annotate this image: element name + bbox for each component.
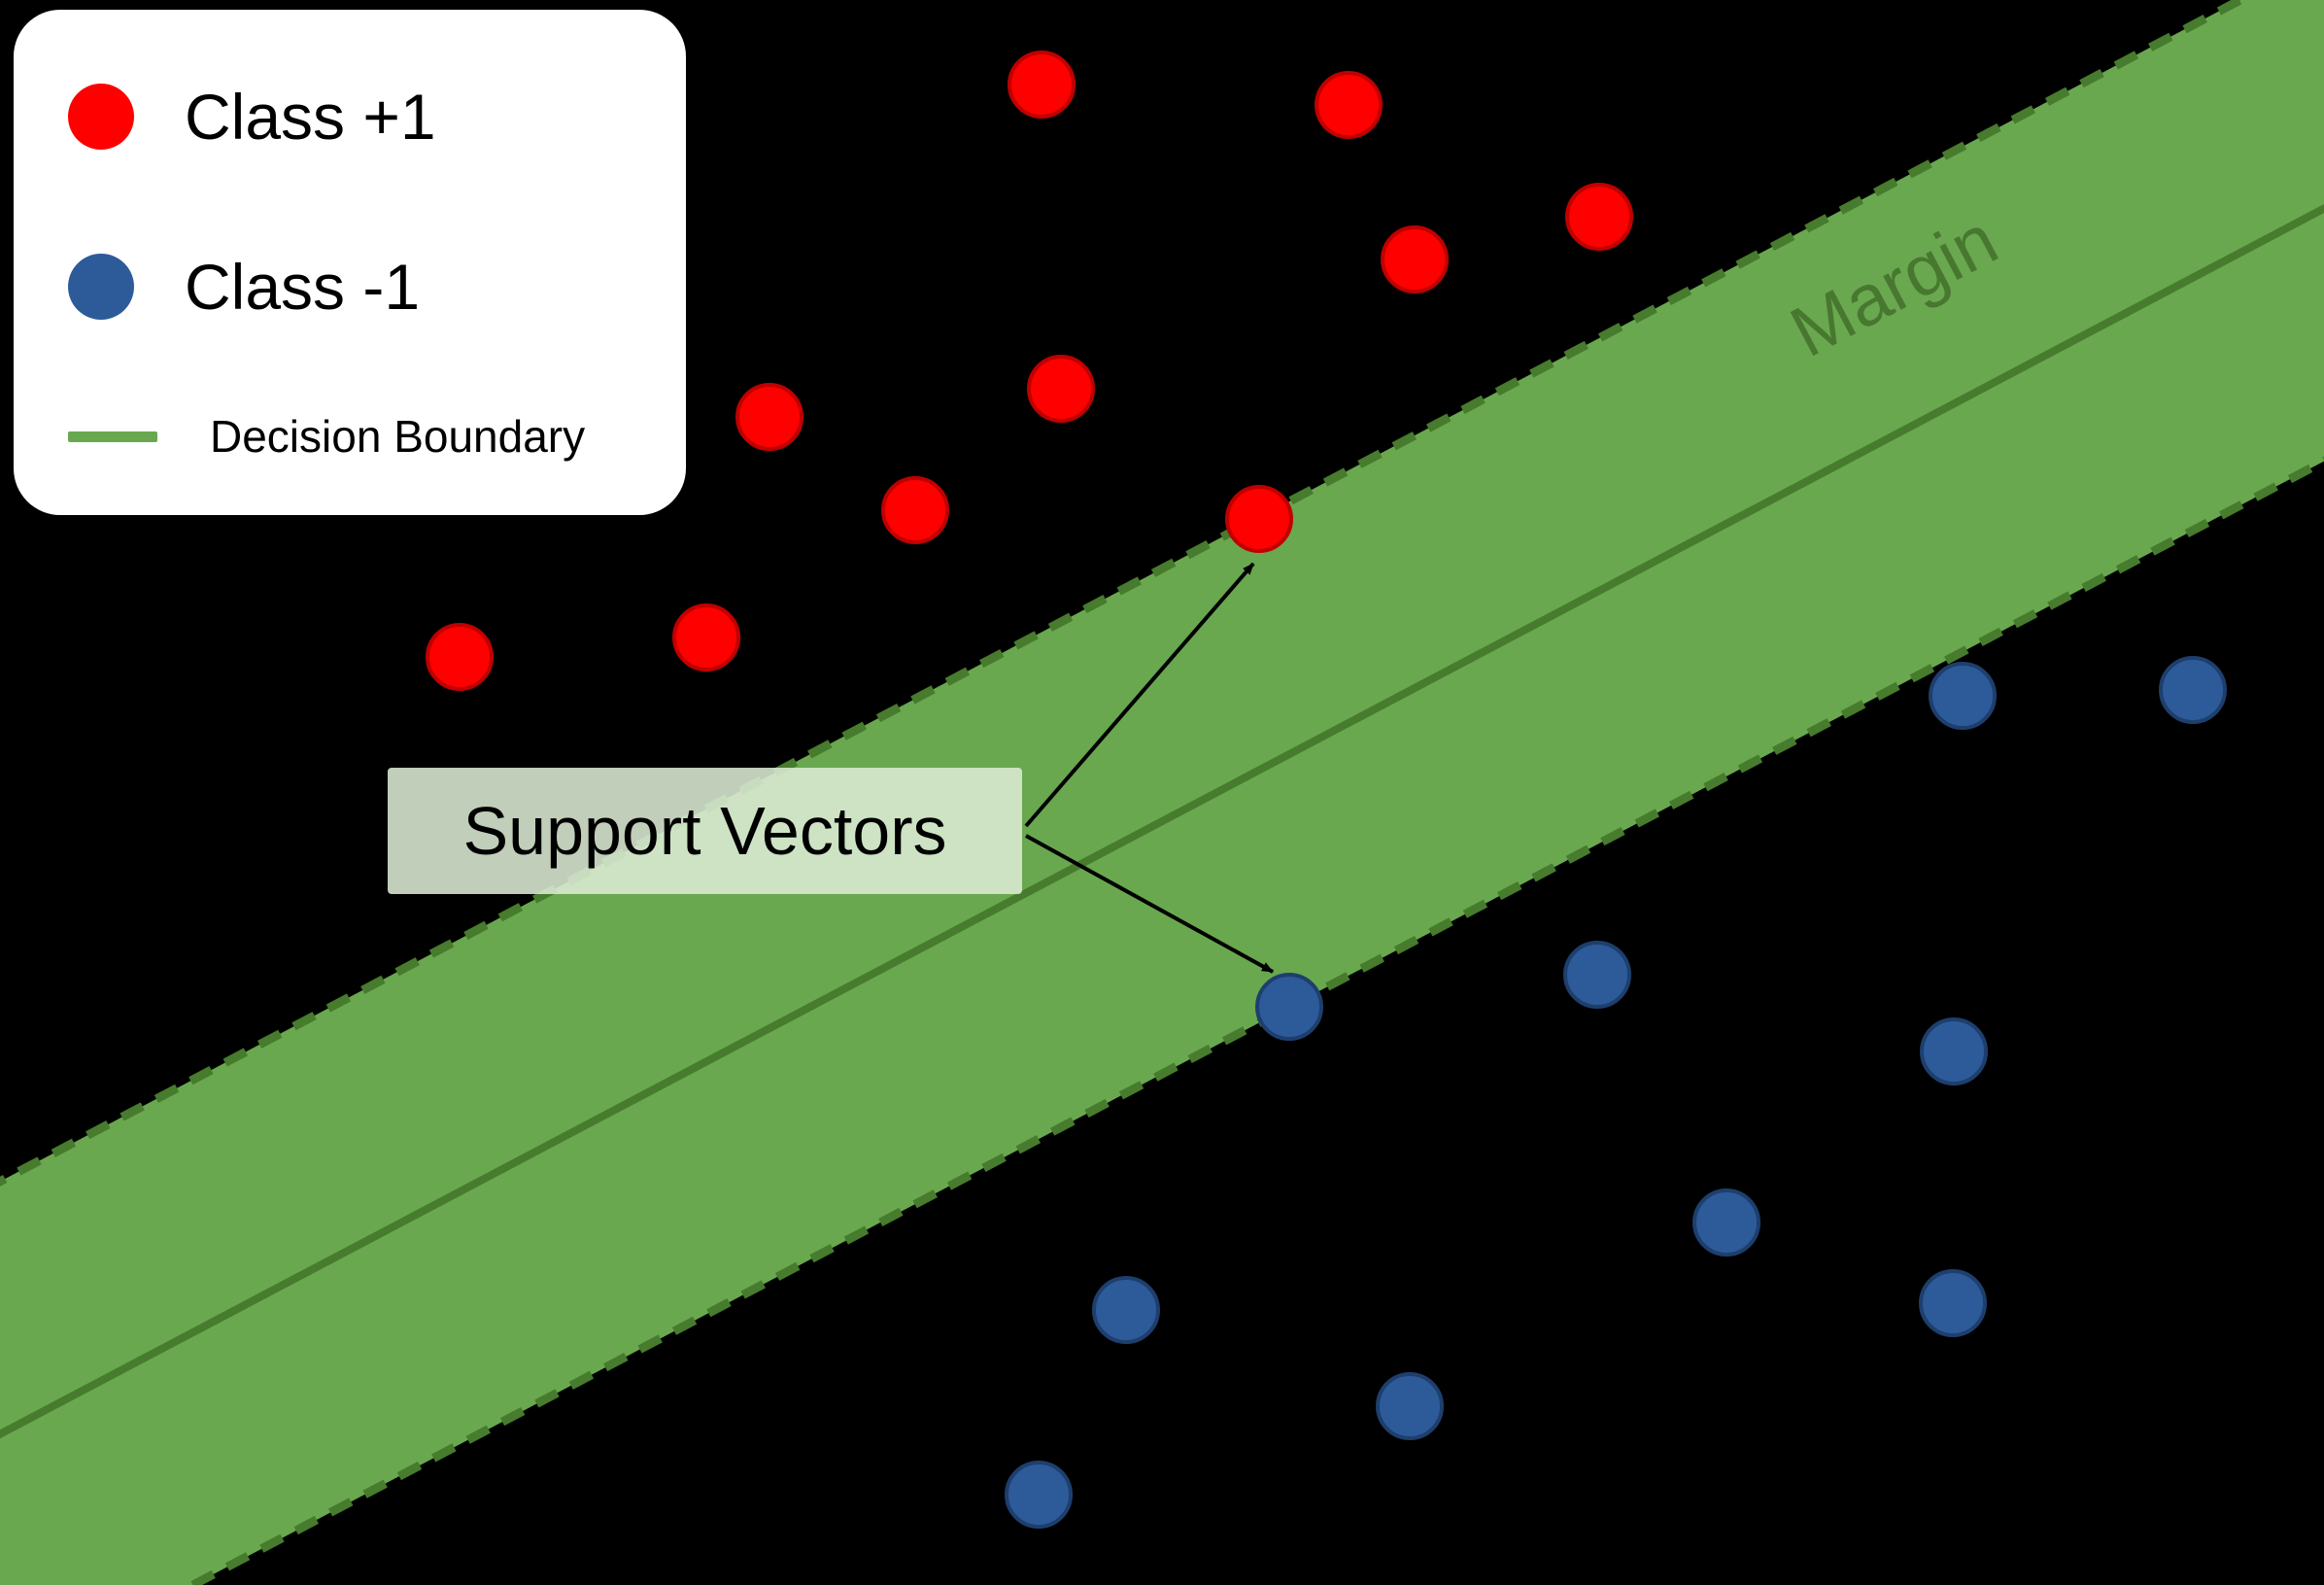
data-point-positive bbox=[426, 623, 494, 691]
data-point-negative bbox=[1692, 1189, 1760, 1257]
margin-edge-negative bbox=[0, 185, 2324, 1585]
data-point-negative bbox=[1919, 1269, 1987, 1337]
legend-item-decision-boundary: Decision Boundary bbox=[68, 410, 585, 463]
data-point-positive bbox=[1381, 225, 1449, 293]
data-point-negative bbox=[1005, 1461, 1073, 1529]
data-point-positive bbox=[1315, 71, 1383, 139]
data-point-positive bbox=[1008, 51, 1076, 119]
data-point-negative bbox=[1092, 1276, 1160, 1344]
data-point-positive bbox=[1225, 485, 1293, 553]
class-negative-points bbox=[1005, 656, 2227, 1529]
data-point-positive bbox=[672, 603, 740, 672]
data-point-negative bbox=[1376, 1372, 1444, 1440]
decision-boundary-line bbox=[0, 0, 2324, 1536]
data-point-positive bbox=[1027, 355, 1095, 423]
legend-label-decision-boundary: Decision Boundary bbox=[210, 411, 586, 462]
legend-item-class-negative: Class -1 bbox=[68, 250, 420, 324]
support-vector-arrow bbox=[1025, 834, 1274, 974]
data-point-negative bbox=[1929, 662, 1997, 730]
data-point-positive bbox=[735, 383, 803, 451]
legend-label-class-positive: Class +1 bbox=[185, 81, 436, 153]
class-positive-points bbox=[426, 51, 1633, 691]
legend-label-class-negative: Class -1 bbox=[185, 251, 421, 323]
data-point-negative bbox=[2159, 656, 2227, 724]
support-vectors-label: Support Vectors bbox=[388, 768, 1022, 894]
data-point-negative bbox=[1563, 941, 1631, 1009]
data-point-positive bbox=[881, 476, 949, 544]
data-point-negative bbox=[1255, 973, 1323, 1041]
data-point-positive bbox=[1565, 183, 1633, 251]
support-vectors-text: Support Vectors bbox=[462, 793, 947, 869]
data-point-negative bbox=[1920, 1017, 1988, 1085]
class-negative-marker-icon bbox=[68, 254, 134, 320]
legend-item-class-positive: Class +1 bbox=[68, 80, 436, 154]
margin-edge-positive bbox=[0, 0, 2324, 1339]
decision-boundary-marker-icon bbox=[68, 431, 157, 442]
support-vector-arrows bbox=[1024, 562, 1274, 974]
support-vector-arrow bbox=[1024, 562, 1255, 828]
legend: Class +1 Class -1 Decision Boundary bbox=[14, 10, 686, 515]
class-positive-marker-icon bbox=[68, 84, 134, 150]
